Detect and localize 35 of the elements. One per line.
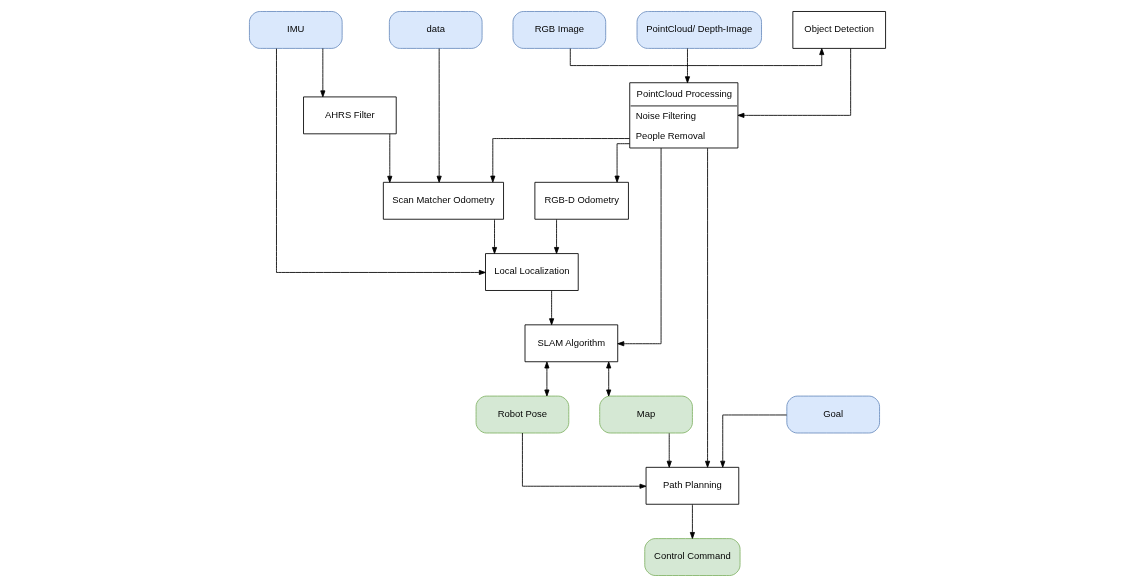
arrow (666, 432, 672, 468)
arrow (544, 361, 550, 397)
arrow (492, 219, 498, 254)
arrow (689, 504, 695, 539)
arrow (569, 48, 825, 66)
arrow (549, 290, 555, 326)
arrow (614, 143, 631, 183)
arrow (436, 48, 442, 183)
node-box: IMU (249, 11, 343, 49)
node-box: Goal (786, 395, 880, 434)
arrow (705, 147, 711, 468)
arrow (684, 48, 690, 84)
node-box: RGB Image (512, 11, 607, 49)
arrow (320, 48, 326, 98)
arrow (606, 361, 612, 397)
node-box: Object Detection (792, 11, 886, 49)
node-box: Path Planning (645, 466, 740, 505)
node-box: Map (599, 395, 693, 434)
arrow (554, 219, 560, 254)
arrow (737, 48, 852, 118)
arrow (387, 133, 393, 183)
node-box: AHRS Filter (303, 96, 397, 135)
node-box: data (388, 11, 483, 49)
node-box: Control Command (644, 538, 741, 576)
node-box: PointCloud/ Depth-Image (636, 11, 762, 49)
node-box: RGB-D Odometry (534, 181, 629, 220)
node-box: Scan Matcher Odometry (382, 181, 504, 220)
node-box: Local Localization (485, 253, 579, 291)
arrow (522, 432, 647, 489)
node-box: Robot Pose (475, 395, 570, 434)
arrow (720, 414, 788, 468)
node-box: SLAM Algorithm (524, 324, 619, 363)
arrow (617, 147, 662, 347)
arrow (490, 138, 631, 183)
arrow (276, 48, 486, 275)
